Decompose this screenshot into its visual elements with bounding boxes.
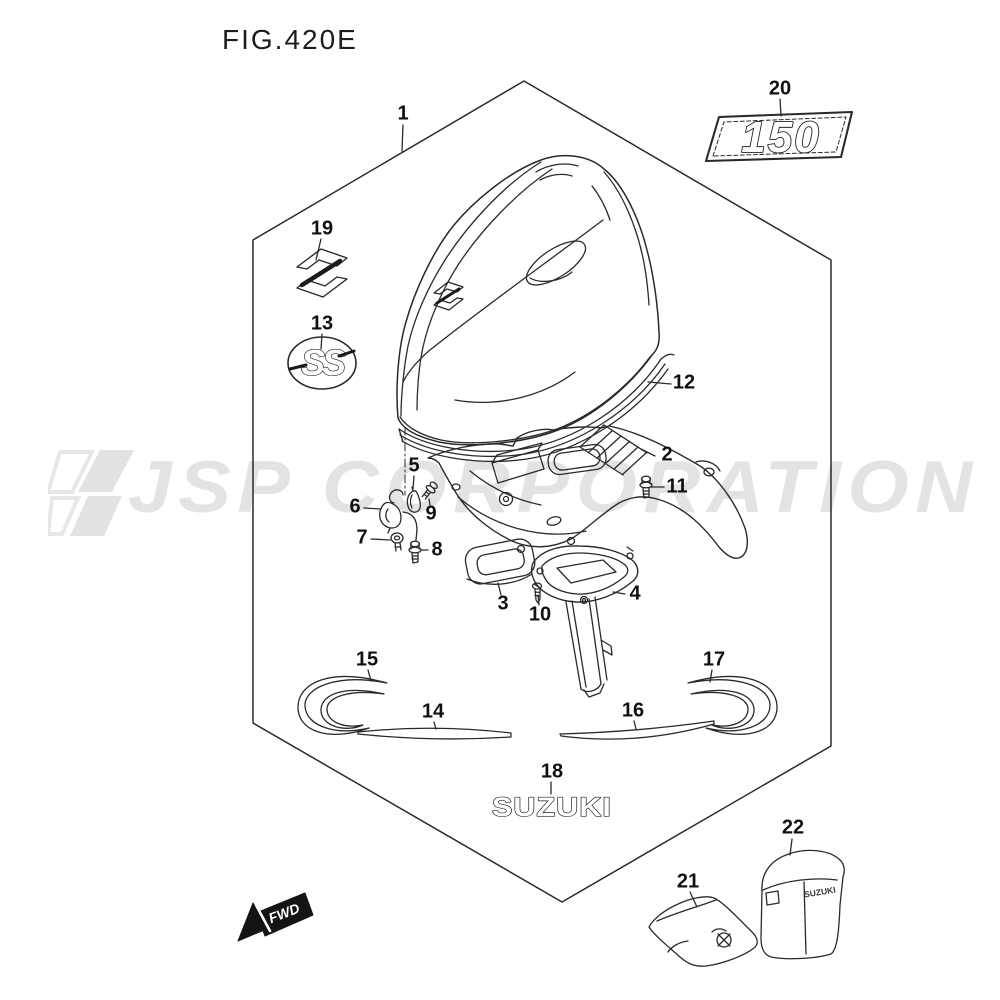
part-label-1: 1 <box>397 102 409 125</box>
latch-parts-drawing <box>379 481 438 564</box>
part-label-5: 5 <box>408 454 420 477</box>
fwd-arrow-icon: FWD <box>237 892 314 942</box>
seal-ring-drawing <box>464 538 536 585</box>
model-badge-text: 150 <box>741 113 820 162</box>
part-label-12: 12 <box>672 371 696 394</box>
part-label-3: 3 <box>497 592 509 615</box>
part-label-15: 15 <box>355 648 379 671</box>
ss-emblem-drawing: SS <box>287 336 357 390</box>
part-label-11: 11 <box>666 475 688 498</box>
leader-lines <box>315 98 793 908</box>
part-label-17: 17 <box>702 648 726 671</box>
motor-cover-drawing: SUZUKI <box>760 849 845 960</box>
figure-title: FIG.420E <box>222 24 358 55</box>
part-label-21: 21 <box>676 870 700 893</box>
watermark-logo-icon <box>48 450 134 536</box>
ss-emblem-text: SS <box>301 342 346 383</box>
border-frame <box>252 80 832 903</box>
motor-cover-text: SUZUKI <box>803 885 836 900</box>
part-label-6: 6 <box>349 495 361 518</box>
engine-cover-drawing <box>396 154 660 446</box>
part-label-4: 4 <box>629 582 641 605</box>
suzuki-s-logo-drawing <box>296 248 348 298</box>
part-label-14: 14 <box>421 700 445 723</box>
model-badge-drawing: 150 <box>704 110 854 163</box>
bracket-drawing <box>530 545 639 698</box>
suzuki-decal-drawing: SUZUKI <box>491 791 612 822</box>
part-label-2: 2 <box>661 443 673 466</box>
molding-strips-drawing <box>297 675 778 740</box>
part-label-16: 16 <box>621 699 645 722</box>
part-label-9: 9 <box>425 502 437 525</box>
part-label-22: 22 <box>781 816 805 839</box>
suzuki-decal-text: SUZUKI <box>492 792 612 822</box>
bolt-11-drawing <box>639 475 653 499</box>
part-label-20: 20 <box>768 77 792 100</box>
part-label-8: 8 <box>431 538 443 561</box>
part-label-7: 7 <box>356 526 368 549</box>
part-label-10: 10 <box>528 603 552 626</box>
part-label-19: 19 <box>310 217 334 240</box>
part-label-13: 13 <box>310 312 334 335</box>
lower-cover-drawing <box>427 424 749 559</box>
bag-drawing <box>648 896 758 967</box>
part-label-18: 18 <box>540 760 564 783</box>
